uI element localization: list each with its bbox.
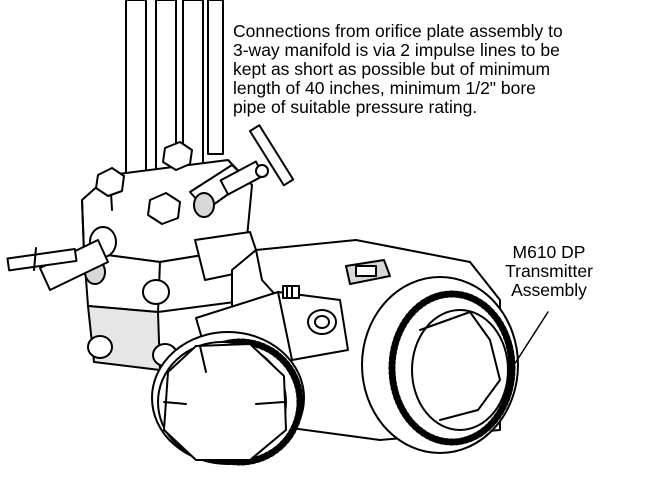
callout-line: Transmitter [505, 261, 593, 281]
transmitter-callout-label: M610 DP Transmitter Assembly [488, 243, 610, 300]
note-line: length of 40 inches, minimum 1/2" bore [233, 78, 536, 98]
note-line: 3-way manifold is via 2 impulse lines to… [233, 40, 560, 60]
callout-line: Assembly [511, 280, 587, 300]
lower-valve-t-handle [6, 239, 109, 291]
upper-valve-t-handle [189, 124, 295, 218]
callout-line: M610 DP [512, 242, 586, 262]
electronics-housing [361, 276, 519, 454]
note-line: kept as short as possible but of minimum [233, 59, 551, 79]
note-line: pipe of suitable pressure rating. [233, 97, 478, 117]
note-line: Connections from orifice plate assembly … [233, 21, 563, 41]
callout-leader-line [511, 311, 549, 369]
three-way-manifold [81, 159, 263, 371]
front-cover [151, 331, 305, 466]
